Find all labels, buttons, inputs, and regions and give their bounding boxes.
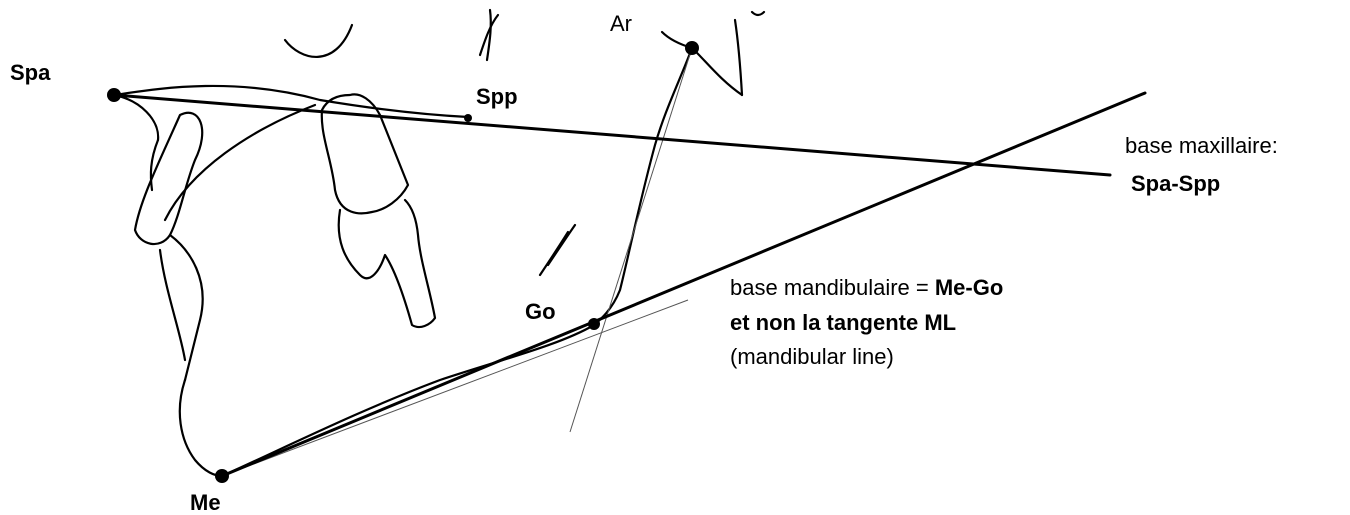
maxillary-annotation-line2: Spa-Spp <box>1131 171 1220 196</box>
go-point <box>588 318 600 330</box>
construction-lines <box>112 91 1147 478</box>
ar-point <box>685 41 699 55</box>
mandibular-annotation-line1-regular: base mandibulaire = <box>730 275 935 300</box>
maxillary-annotation-line1: base maxillaire: <box>1125 133 1278 158</box>
mandibular-annotation: base mandibulaire = Me-Go et non la tang… <box>730 275 1003 369</box>
spa-label: Spa <box>10 60 51 85</box>
me-point <box>215 469 229 483</box>
me-label: Me <box>190 490 221 515</box>
maxillary-annotation: base maxillaire: Spa-Spp <box>1125 133 1278 196</box>
spa-point <box>107 88 121 102</box>
ramus-tangent-line <box>569 47 693 433</box>
mandibular-annotation-line3: (mandibular line) <box>730 344 894 369</box>
ar-label: Ar <box>610 11 632 36</box>
spp-label: Spp <box>476 84 518 109</box>
landmark-labels: Spa Spp Ar Go Me <box>10 11 632 515</box>
landmark-points <box>107 41 699 483</box>
anatomical-tracing <box>112 8 766 478</box>
maxillary-base-line <box>112 93 1112 177</box>
reference-lines-thin <box>221 47 693 477</box>
mandibular-annotation-line1: base mandibulaire = Me-Go <box>730 275 1003 300</box>
mandibular-annotation-line2: et non la tangente ML <box>730 310 956 335</box>
mandibular-annotation-line1-bold: Me-Go <box>935 275 1003 300</box>
spp-point <box>464 114 472 122</box>
mandibular-base-line <box>220 91 1147 478</box>
tangent-ml-line <box>221 299 689 477</box>
go-label: Go <box>525 299 556 324</box>
